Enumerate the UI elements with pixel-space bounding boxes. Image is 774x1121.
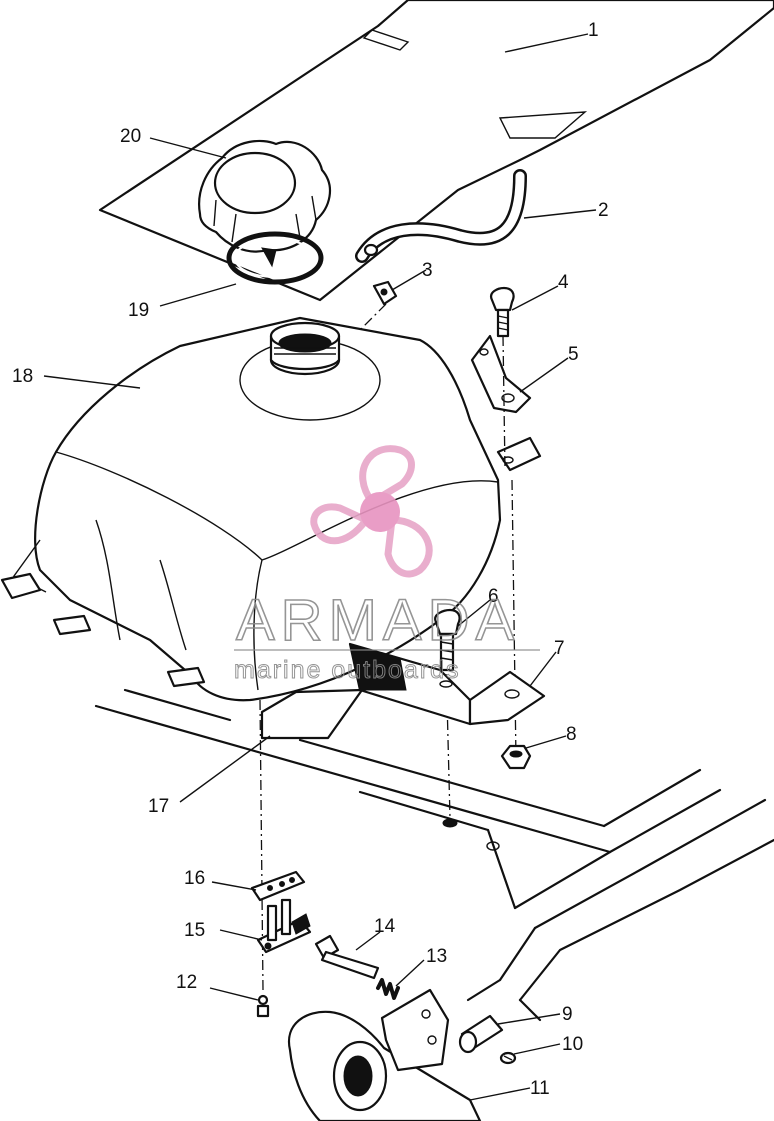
- callout-5: 5: [568, 344, 579, 365]
- part-12-screw: [256, 994, 270, 1018]
- callout-15: 15: [184, 920, 205, 941]
- part-20-fuel-cap: [198, 139, 332, 268]
- callout-4: 4: [558, 272, 569, 293]
- callout-12: 12: [176, 972, 197, 993]
- watermark: ARMADA marine outboards: [234, 445, 540, 685]
- part-13-spring: [376, 978, 400, 1000]
- part-8-nut: [500, 744, 532, 770]
- part-11-frame-tube: [287, 988, 482, 1121]
- callout-7: 7: [554, 638, 565, 659]
- part-17-pad: [260, 688, 364, 740]
- callout-9: 9: [562, 1004, 573, 1025]
- part-10-screw: [499, 1051, 517, 1065]
- callout-labels: 1 2 3 4 5 6 7 8 9 10 11 12 13 14 15 16 1…: [12, 20, 609, 1099]
- part-5-tank-bracket: [470, 334, 532, 414]
- callout-2: 2: [598, 200, 609, 221]
- callout-19: 19: [128, 300, 149, 321]
- callout-10: 10: [562, 1034, 583, 1055]
- part-16-valve-plate: [250, 870, 306, 902]
- part-15-fuel-valve: [256, 898, 312, 954]
- part-2-vent-hose: [355, 169, 527, 263]
- callout-8: 8: [566, 724, 577, 745]
- callout-14: 14: [374, 916, 396, 937]
- callout-6: 6: [488, 586, 499, 607]
- part-19-gasket: [226, 231, 324, 285]
- callout-20: 20: [120, 126, 141, 147]
- part-6-bolt: [434, 608, 461, 672]
- callout-16: 16: [184, 868, 205, 889]
- part-4-bolt: [490, 286, 515, 338]
- propeller-logo-icon: [310, 445, 433, 578]
- callout-18: 18: [12, 366, 33, 387]
- callout-11: 11: [530, 1078, 550, 1099]
- part-7-mounting-bracket: [348, 642, 546, 726]
- frame-assembly: [94, 688, 774, 1022]
- callout-13: 13: [426, 946, 447, 967]
- part-1-top-cover: [98, 0, 774, 302]
- part-9-choke-knob: [458, 1014, 504, 1054]
- watermark-brand: ARMADA: [236, 588, 520, 653]
- part-14-shaft: [314, 934, 380, 980]
- callout-17: 17: [148, 796, 169, 817]
- watermark-tagline: marine outboards: [234, 656, 461, 684]
- callout-3: 3: [422, 260, 433, 281]
- leader-lines: [43, 33, 597, 1101]
- callout-1: 1: [588, 20, 599, 41]
